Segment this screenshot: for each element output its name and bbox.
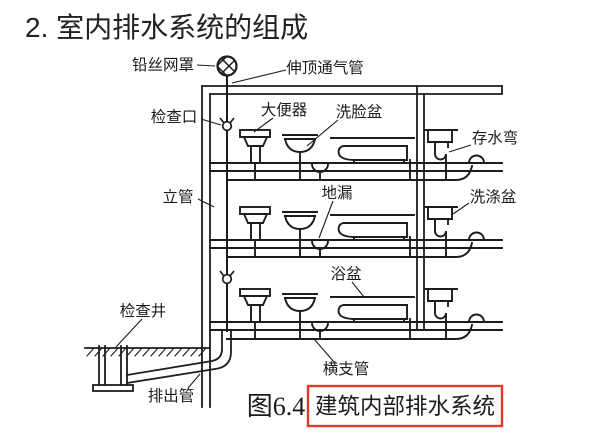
inspection-port-symbol-ground [219,270,235,285]
floor-fixtures-ground [209,288,503,340]
inspection-port-symbol-top [219,117,235,132]
floor-fixtures-middle [209,206,503,258]
label-toilet: 大便器 [261,101,308,119]
label-floor-drain: 地漏 [321,184,352,202]
label-washbasin: 洗脸盆 [336,103,383,121]
label-roof-vent-pipe: 伸顶通气管 [286,59,364,77]
leader-lines [115,64,472,389]
figure-title: 建筑内部排水系统 [315,394,495,419]
figure-caption: 图6.4 建筑内部排水系统 [247,384,504,428]
page-title: 2. 室内排水系统的组成 [25,12,308,43]
label-outlet-pipe: 排出管 [148,387,195,405]
ground-and-outlet [84,330,232,392]
label-inspection-port: 检查口 [151,108,198,126]
label-riser-pipe: 立管 [162,188,193,206]
label-bathtub: 浴盆 [330,265,362,283]
wire-mesh-cap-icon [216,55,238,77]
figure-number: 图6.4 [247,392,306,421]
floor-fixtures-top [209,129,503,181]
label-trap: 存水弯 [472,129,519,147]
label-washing-sink: 洗涤盆 [470,188,517,206]
label-wire-mesh-cap: 铅丝网罩 [132,56,194,74]
label-inspection-well: 检查井 [120,302,167,320]
label-branch-pipe: 横支管 [323,360,370,378]
caption-highlight-box [306,384,504,428]
diagram-labels: 铅丝网罩 伸顶通气管 检查口 大便器 洗脸盆 存水弯 立管 地漏 洗涤盆 浴盆 … [120,56,519,405]
building-structure [201,85,503,408]
